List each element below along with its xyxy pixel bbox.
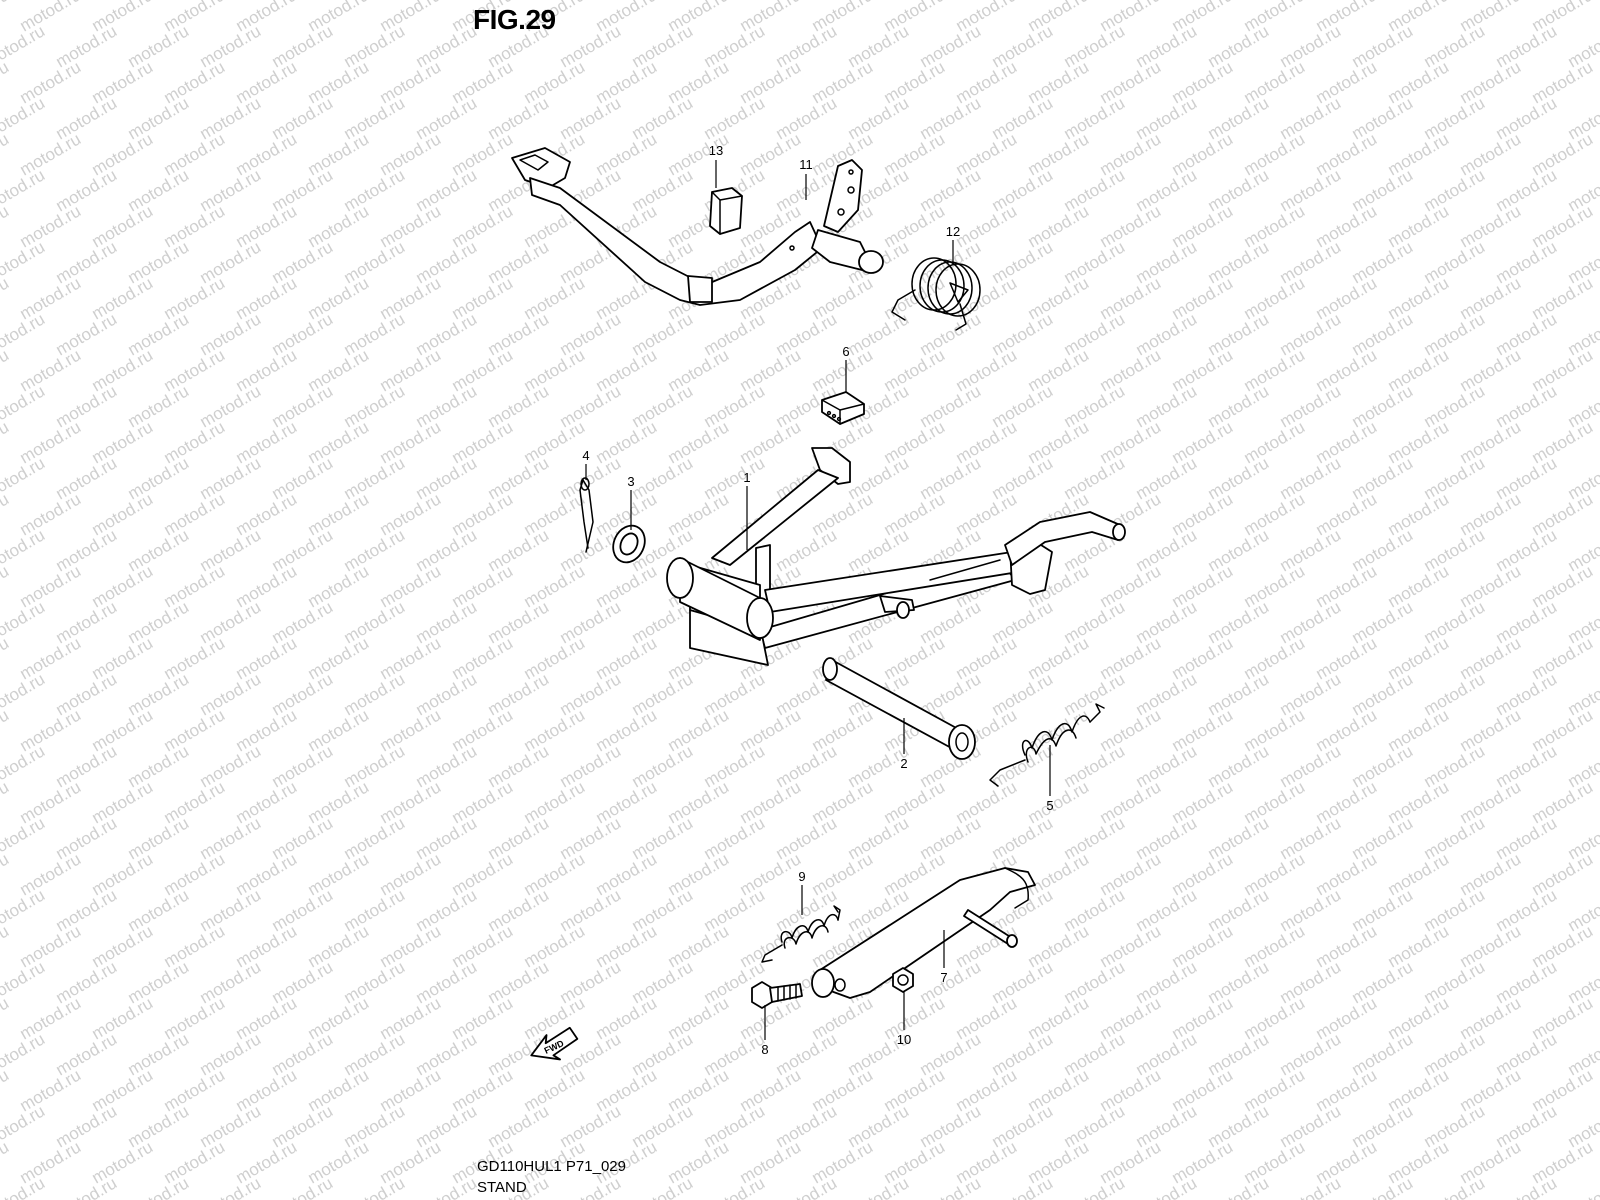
fwd-arrow-icon: FWD (530, 1026, 579, 1061)
callout-5[interactable]: 5 (1046, 798, 1053, 813)
callout-9[interactable]: 9 (798, 869, 805, 884)
callout-4[interactable]: 4 (582, 448, 589, 463)
pivot-shaft-part[interactable] (822, 657, 976, 760)
washer-part[interactable] (607, 520, 650, 567)
torsion-spring-part[interactable] (891, 257, 981, 331)
callout-12[interactable]: 12 (946, 224, 960, 239)
figure-title: FIG.29 (473, 4, 556, 35)
callout-11[interactable]: 11 (799, 157, 813, 172)
callout-7[interactable]: 7 (940, 970, 947, 985)
callout-10[interactable]: 10 (897, 1032, 911, 1047)
callout-8[interactable]: 8 (761, 1042, 768, 1057)
sidestand-spring-part[interactable] (761, 905, 841, 963)
side-stand-part[interactable] (811, 867, 1036, 999)
callout-1[interactable]: 1 (743, 470, 750, 485)
callout-3[interactable]: 3 (627, 474, 634, 489)
cotter-pin-part[interactable] (579, 477, 594, 553)
brake-pedal-part[interactable] (511, 147, 884, 306)
stopper-rubber-part[interactable] (821, 391, 865, 425)
pedal-bracket-part[interactable] (709, 187, 743, 235)
main-stand-part[interactable] (666, 447, 1126, 666)
nut-part[interactable] (892, 967, 914, 993)
callout-6[interactable]: 6 (842, 344, 849, 359)
callout-2[interactable]: 2 (900, 756, 907, 771)
bolt-part[interactable] (751, 981, 803, 1009)
stand-spring-part[interactable] (989, 703, 1105, 787)
callout-13[interactable]: 13 (709, 143, 723, 158)
diagram-caption: STAND (477, 1179, 527, 1196)
diagram-code: GD110HUL1 P71_029 (477, 1158, 626, 1175)
